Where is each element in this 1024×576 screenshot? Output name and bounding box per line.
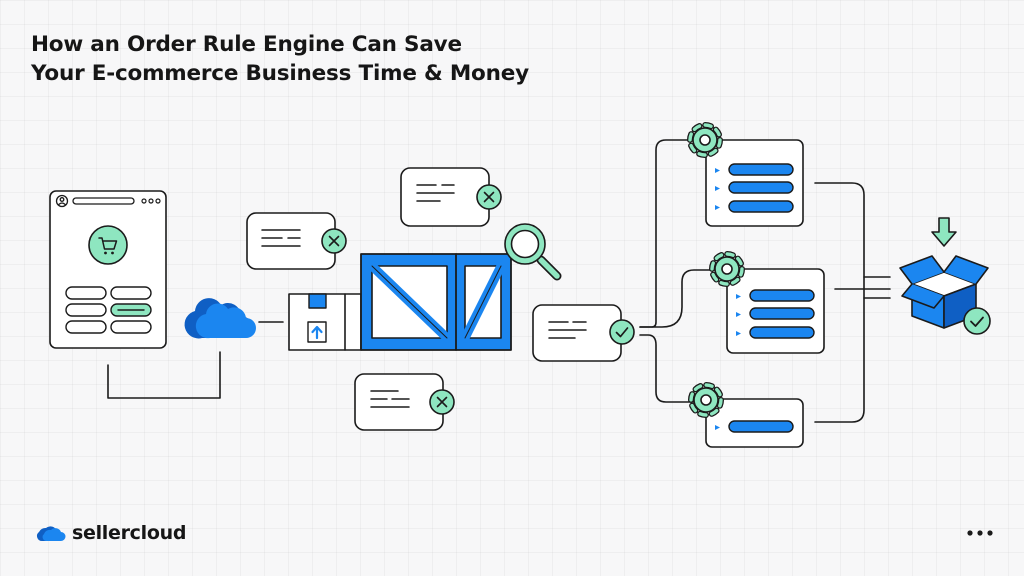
magnifier-icon xyxy=(504,223,562,281)
rule-panel-top xyxy=(705,139,804,227)
close-icon xyxy=(321,228,347,254)
rejected-note-top xyxy=(400,167,502,227)
form-fields xyxy=(65,286,152,334)
more-dots-icon[interactable] xyxy=(966,527,994,539)
cart-icon xyxy=(88,225,128,265)
rule-panel-middle xyxy=(726,268,825,354)
upload-arrow-icon xyxy=(307,321,327,343)
rejected-note-left xyxy=(246,212,347,270)
open-box-icon xyxy=(899,255,989,329)
gear-icon xyxy=(688,382,724,418)
approved-note xyxy=(532,304,635,362)
shop-page-card xyxy=(49,190,167,349)
cloud-icon xyxy=(184,298,256,339)
check-icon xyxy=(963,307,991,335)
title-line-1: How an Order Rule Engine Can Save xyxy=(31,32,462,57)
download-arrow-icon xyxy=(931,217,957,247)
close-icon xyxy=(476,184,502,210)
menu-dots-icon xyxy=(141,198,161,204)
gear-icon xyxy=(709,251,745,287)
gear-icon xyxy=(687,122,723,158)
cloud-logo-icon xyxy=(37,526,66,541)
shipping-crate xyxy=(360,253,512,351)
shipping-package xyxy=(288,293,362,351)
user-icon xyxy=(55,194,69,208)
title-line-2: Your E-commerce Business Time & Money xyxy=(31,61,529,86)
brand-logo[interactable]: sellercloud xyxy=(36,519,186,547)
rejected-note-bottom xyxy=(354,373,455,431)
connector-lines xyxy=(107,139,891,423)
rule-panel-bottom xyxy=(705,398,804,448)
page-title: How an Order Rule Engine Can Save Your E… xyxy=(31,30,529,88)
brand-name: sellercloud xyxy=(72,522,187,544)
check-icon xyxy=(609,319,635,345)
close-icon xyxy=(429,389,455,415)
